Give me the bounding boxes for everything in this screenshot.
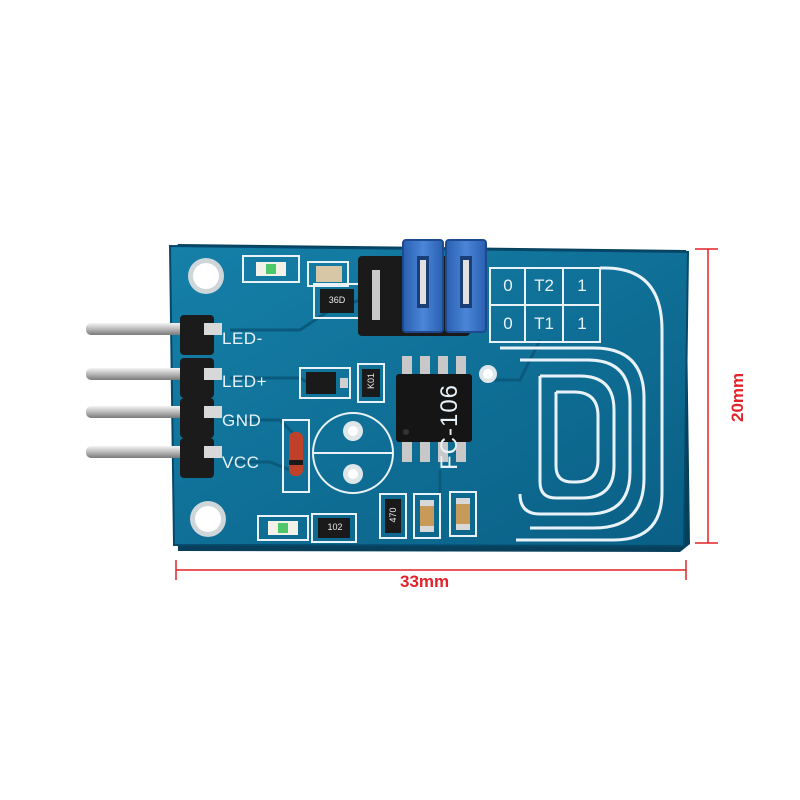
led-top xyxy=(242,255,300,283)
pad-label-t1-1: 1 xyxy=(577,314,587,333)
via-holes xyxy=(343,365,497,484)
led-bottom xyxy=(257,515,309,541)
marking-36d: 36D xyxy=(328,295,346,305)
capacitor-outline xyxy=(312,412,394,494)
resistor-470 xyxy=(379,493,407,539)
diode xyxy=(282,419,310,493)
pad-label-t1: T1 xyxy=(534,314,554,333)
pin-label-gnd: GND xyxy=(222,411,262,430)
jumper-cap-1[interactable] xyxy=(402,239,444,333)
pin-label-led-plus: LED+ xyxy=(222,372,267,391)
header-pin-tips xyxy=(204,323,222,458)
transistor xyxy=(299,367,351,399)
pin-label-led-minus: LED- xyxy=(222,329,263,348)
touch-sensor-pad xyxy=(500,266,664,542)
width-dimension-label: 33mm xyxy=(400,572,450,591)
ic-chip xyxy=(396,356,472,462)
mounting-hole-top xyxy=(188,258,224,294)
height-dimension-label: 20mm xyxy=(728,372,747,422)
resistor-k01 xyxy=(357,363,385,403)
pad-label-t2-1: 1 xyxy=(577,276,587,295)
pin-label-vcc: VCC xyxy=(222,453,260,472)
resistor-102 xyxy=(311,513,357,543)
resistor-36d xyxy=(313,283,361,319)
capacitor-1 xyxy=(413,493,441,539)
pad-label-t1-0: 0 xyxy=(503,314,513,333)
mounting-hole-bottom xyxy=(190,501,226,537)
jumper-cap-2[interactable] xyxy=(445,239,487,333)
jumper-select-grid xyxy=(489,267,601,343)
pad-label-t2: T2 xyxy=(534,276,554,295)
marking-102: 102 xyxy=(327,522,343,532)
capacitor-2 xyxy=(449,491,477,537)
resistor-top-small xyxy=(307,261,349,287)
pad-label-t2-0: 0 xyxy=(503,276,513,295)
